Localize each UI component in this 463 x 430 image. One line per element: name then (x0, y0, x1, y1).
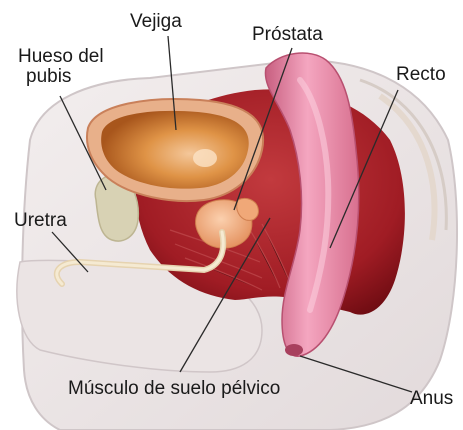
label-anus: Anus (410, 388, 453, 409)
label-urethra: Uretra (14, 210, 67, 231)
label-prostate: Próstata (252, 24, 323, 45)
label-pelvic-floor-muscle: Músculo de suelo pélvico (68, 378, 280, 399)
label-pubic-bone-line1: Hueso del (18, 46, 104, 67)
label-rectum: Recto (396, 64, 446, 85)
label-pubic-bone-line2: pubis (26, 66, 71, 87)
label-bladder: Vejiga (130, 11, 182, 32)
